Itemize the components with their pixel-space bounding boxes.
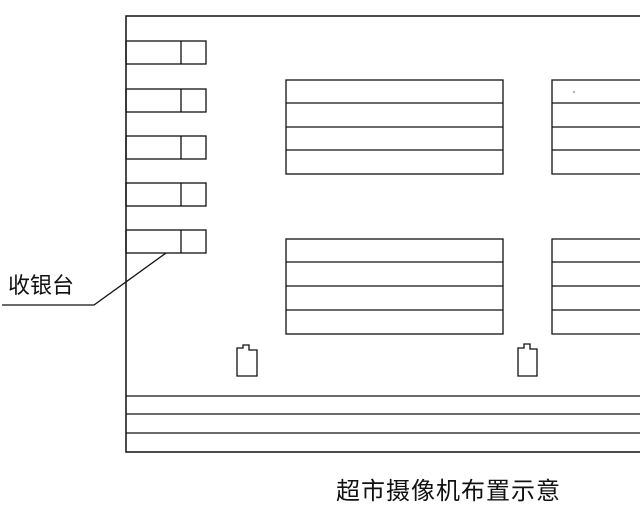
checkout-leader-line	[2, 252, 167, 306]
camera-icon	[517, 343, 538, 377]
shelf-unit-bottom-left	[285, 238, 504, 335]
speck	[573, 91, 575, 93]
checkout-counter-5	[125, 229, 207, 254]
store-boundary	[125, 15, 640, 453]
shelf-unit-top-right	[551, 79, 640, 175]
diagram-caption: 超市摄像机布置示意	[336, 477, 561, 505]
shelf-unit-bottom-right	[551, 238, 640, 335]
checkout-counters	[125, 40, 207, 254]
bottom-aisle-lines	[126, 395, 640, 434]
camera-icon	[236, 344, 258, 377]
checkout-counter-4	[125, 182, 207, 207]
checkout-counter-1	[125, 40, 207, 65]
checkout-counter-2	[125, 88, 207, 113]
shelf-unit-top-left	[285, 79, 504, 175]
checkout-counter-3	[125, 135, 207, 160]
checkout-label: 收银台	[8, 274, 75, 299]
